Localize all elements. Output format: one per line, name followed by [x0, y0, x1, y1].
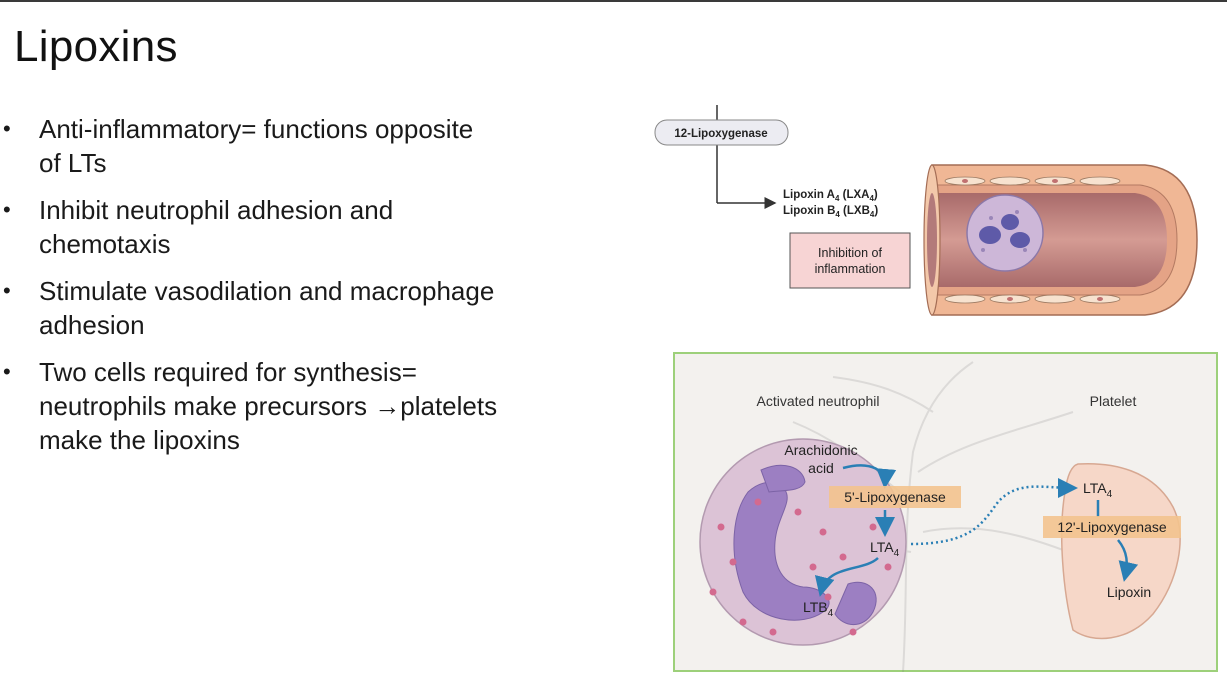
bullet-dot-icon: •: [3, 278, 11, 303]
enzyme1-box: [829, 486, 961, 508]
bullet-line: of LTs: [39, 148, 107, 178]
bullet-item: • Inhibit neutrophil adhesion and chemot…: [0, 193, 620, 261]
bullet-line: Inhibit neutrophil adhesion and: [39, 195, 394, 225]
slide-title: Lipoxins: [14, 22, 178, 71]
top-border-line: [0, 0, 1227, 2]
bullet-item: • Anti-inflammatory= functions opposite …: [0, 112, 620, 180]
lipoxin-a4-label: Lipoxin A4 (LXA4): [783, 189, 878, 203]
enzyme2-label: 12'-Lipoxygenase: [1057, 519, 1167, 535]
lta4-neutrophil-label: LTA4: [870, 539, 900, 559]
enzyme2-box: [1043, 516, 1181, 538]
bullet-line: Two cells required for synthesis=: [39, 357, 417, 387]
bullet-line: neutrophils make precursors →platelets: [39, 391, 498, 421]
effect-box: [789, 232, 911, 289]
bullet-line: Stimulate vasodilation and macrophage: [39, 276, 495, 306]
arrow-arachidonic-to-lta4: [842, 464, 897, 489]
arrow-enzyme2-to-lipoxin: [1117, 539, 1139, 582]
blood-vessel-illustration: [923, 164, 1198, 316]
bullet-dot-icon: •: [3, 116, 11, 141]
enzyme1-label: 5'-Lipoxygenase: [844, 489, 946, 505]
platelet-label: Platelet: [1090, 393, 1137, 409]
bullet-item: • Two cells required for synthesis= neut…: [0, 355, 620, 457]
lipoxin-b4-label: Lipoxin B4 (LXB4): [783, 205, 878, 219]
lta4-platelet-label: LTA4: [1083, 480, 1113, 500]
effect-line-1: Inhibition of: [818, 246, 882, 260]
transcellular-synthesis-figure: Activated neutrophil Platelet Arachidoni…: [673, 352, 1218, 672]
bullet-dot-icon: •: [3, 197, 11, 222]
bullet-line: Anti-inflammatory= functions opposite: [39, 114, 474, 144]
bullet-list: • Anti-inflammatory= functions opposite …: [0, 112, 620, 470]
bullet-line: chemotaxis: [39, 229, 171, 259]
lipoxin-label: Lipoxin: [1107, 584, 1151, 600]
neutrophil-label: Activated neutrophil: [757, 393, 880, 409]
bullet-dot-icon: •: [3, 359, 11, 384]
bullet-line: make the lipoxins: [39, 425, 240, 455]
enzyme-label: 12-Lipoxygenase: [674, 128, 767, 140]
ltb4-label: LTB4: [803, 599, 834, 619]
bullet-item: • Stimulate vasodilation and macrophage …: [0, 274, 620, 342]
effect-line-2: inflammation: [815, 262, 886, 276]
lipoxin-vessel-figure: 12-Lipoxygenase Lipoxin A4 (LXA4) Lipoxi…: [654, 105, 1198, 316]
bullet-line: adhesion: [39, 310, 145, 340]
enzyme-pill: [654, 119, 789, 146]
arrow-lta4-to-ltb4: [814, 557, 879, 597]
neutrophil-icon: [966, 194, 1044, 272]
